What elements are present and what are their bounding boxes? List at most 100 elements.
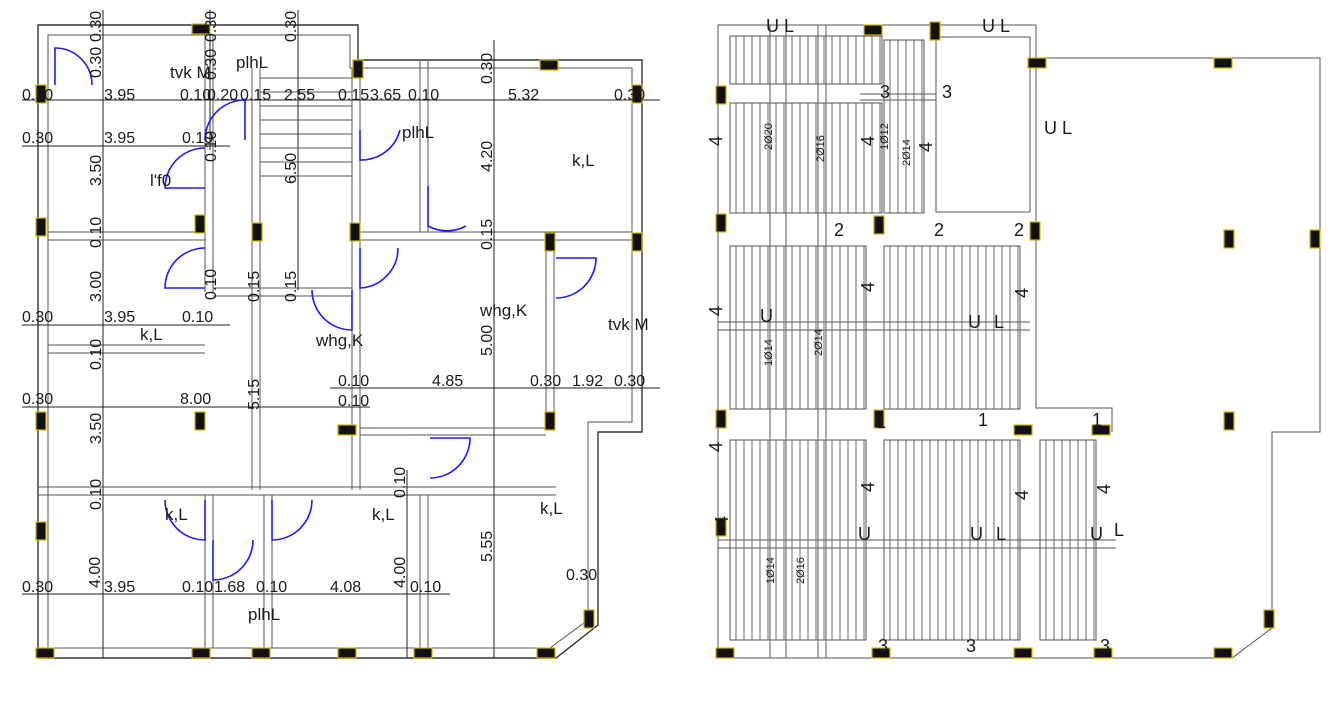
dims-bottom-row: 0.30 3.95 0.10 1.68 0.10 4.08 0.10 4.00 … <box>22 557 441 596</box>
dim-label: 5.32 <box>508 87 539 104</box>
dim-label: 4.85 <box>432 373 463 390</box>
dim-label: 0.15 <box>479 219 496 250</box>
room-labels: tvk M plhL l'f0 k,L plhL k,L whg,K whg,K… <box>140 53 649 624</box>
dim-label: 0.30 <box>22 579 53 596</box>
dim-label: 0.10 <box>392 467 409 498</box>
ul-mark: U L <box>982 16 1010 36</box>
dims-row-2: 0.30 3.95 0.10 <box>22 130 213 147</box>
dim-label: 2.55 <box>284 87 315 104</box>
dim-label: 0.15 <box>240 87 271 104</box>
ul-mark: U <box>760 306 773 326</box>
ul-mark: U L <box>766 16 794 36</box>
section-mark: 3 <box>942 82 952 102</box>
room-label: k,L <box>572 151 595 170</box>
room-label: whg,K <box>479 301 528 320</box>
room-label: plhL <box>402 123 434 142</box>
dim-label: 0.15 <box>283 271 300 302</box>
dim-label: 0.10 <box>203 269 220 300</box>
dim-label: 0.30 <box>566 567 597 584</box>
dims-top-row: 0.30 3.95 0.10 0.20 0.15 2.55 0.15 3.65 … <box>22 87 645 104</box>
ul-mark: L <box>994 312 1004 332</box>
room-label: plhL <box>236 53 268 72</box>
dim-label: 0.30 <box>203 11 220 42</box>
dim-label: 0.30 <box>22 130 53 147</box>
staircase <box>260 77 352 177</box>
dim-label: 0.10 <box>410 579 441 596</box>
dim-label: 0.10 <box>180 87 211 104</box>
ul-mark: L <box>996 524 1006 544</box>
dim-label: 0.30 <box>22 309 53 326</box>
dim-label: 0.10 <box>256 579 287 596</box>
rebar-label: 2Ø16 <box>815 135 827 162</box>
slab-plan: U L U L U L 3 3 4 4 4 4 2 2 2 4 4 4 1 1 … <box>706 16 1321 659</box>
rebar-label: 1Ø14 <box>765 557 777 584</box>
ul-mark: U <box>968 312 981 332</box>
dim-label: 8.00 <box>180 391 211 408</box>
slab-marks: U L U L U L 3 3 4 4 4 4 2 2 2 4 4 4 1 1 … <box>706 16 1124 656</box>
ul-mark: L <box>1114 520 1124 540</box>
inner-wall-line <box>47 34 633 649</box>
slab-inner-line <box>1035 58 1113 432</box>
section-mark: 1 <box>1092 410 1102 430</box>
section-mark: 3 <box>878 636 888 656</box>
dim-label: 0.10 <box>88 479 105 510</box>
dim-label: 5.00 <box>479 325 496 356</box>
dim-label: 0.30 <box>22 87 53 104</box>
room-label: k,L <box>372 505 395 524</box>
rebar-label: 2Ø20 <box>763 123 775 150</box>
outer-wall <box>37 24 643 659</box>
slab-outline <box>717 24 1321 659</box>
section-mark: 4 <box>858 136 878 146</box>
rebar-label: 2Ø16 <box>795 557 807 584</box>
rebar-label: 1Ø12 <box>879 123 891 150</box>
dim-label: 0.10 <box>338 393 369 410</box>
dim-label: 0.30 <box>22 391 53 408</box>
columns <box>35 23 643 659</box>
dim-label: 4.20 <box>479 141 496 172</box>
ul-mark: U <box>970 524 983 544</box>
section-mark: 1 <box>978 410 988 430</box>
dims-row-5: 0.10 4.85 0.30 1.92 0.30 <box>338 373 645 390</box>
dim-label: 0.30 <box>614 87 645 104</box>
section-mark: 4 <box>706 136 726 146</box>
section-mark: 4 <box>1012 490 1032 500</box>
dim-label: 0.30 <box>203 49 220 80</box>
section-mark: 4 <box>1012 288 1032 298</box>
dim-label: 1.68 <box>214 579 245 596</box>
dims-vertical: 0.30 0.30 0.30 0.30 3.50 0.10 3.00 0.10 … <box>88 11 597 584</box>
ul-mark: U <box>858 524 871 544</box>
dim-label: 0.20 <box>207 87 238 104</box>
dim-label: 0.15 <box>338 87 369 104</box>
slab-void <box>935 36 1031 213</box>
section-mark: 2 <box>934 220 944 240</box>
dim-label: 4.08 <box>330 579 361 596</box>
dim-label: 0.10 <box>338 373 369 390</box>
dim-label: 3.65 <box>370 87 401 104</box>
ul-mark: U L <box>1044 118 1072 138</box>
dim-label: 3.95 <box>104 130 135 147</box>
section-mark: 4 <box>706 442 726 452</box>
section-mark: 4 <box>712 516 732 526</box>
section-mark: 4 <box>916 142 936 152</box>
room-label: k,L <box>165 505 188 524</box>
room-label: whg,K <box>315 331 364 350</box>
section-mark: 4 <box>706 306 726 316</box>
dim-label: 4.00 <box>87 557 104 588</box>
dim-label: 0.15 <box>246 271 263 302</box>
section-mark: 3 <box>880 82 890 102</box>
section-mark: 2 <box>834 220 844 240</box>
dim-label: 0.10 <box>182 130 213 147</box>
section-mark: 4 <box>858 282 878 292</box>
dim-label: 3.95 <box>104 309 135 326</box>
room-label: l'f0 <box>150 171 171 190</box>
dim-label: 0.30 <box>479 53 496 84</box>
ul-mark: U <box>1090 524 1103 544</box>
slab-columns <box>715 21 1321 659</box>
rebar-label: 2Ø14 <box>813 329 825 356</box>
section-mark: 1 <box>876 412 886 432</box>
dim-label: 0.10 <box>182 309 213 326</box>
doors <box>54 47 597 581</box>
rebar-panels <box>729 35 1097 641</box>
dim-label: 0.10 <box>203 131 220 162</box>
room-label: k,L <box>140 325 163 344</box>
